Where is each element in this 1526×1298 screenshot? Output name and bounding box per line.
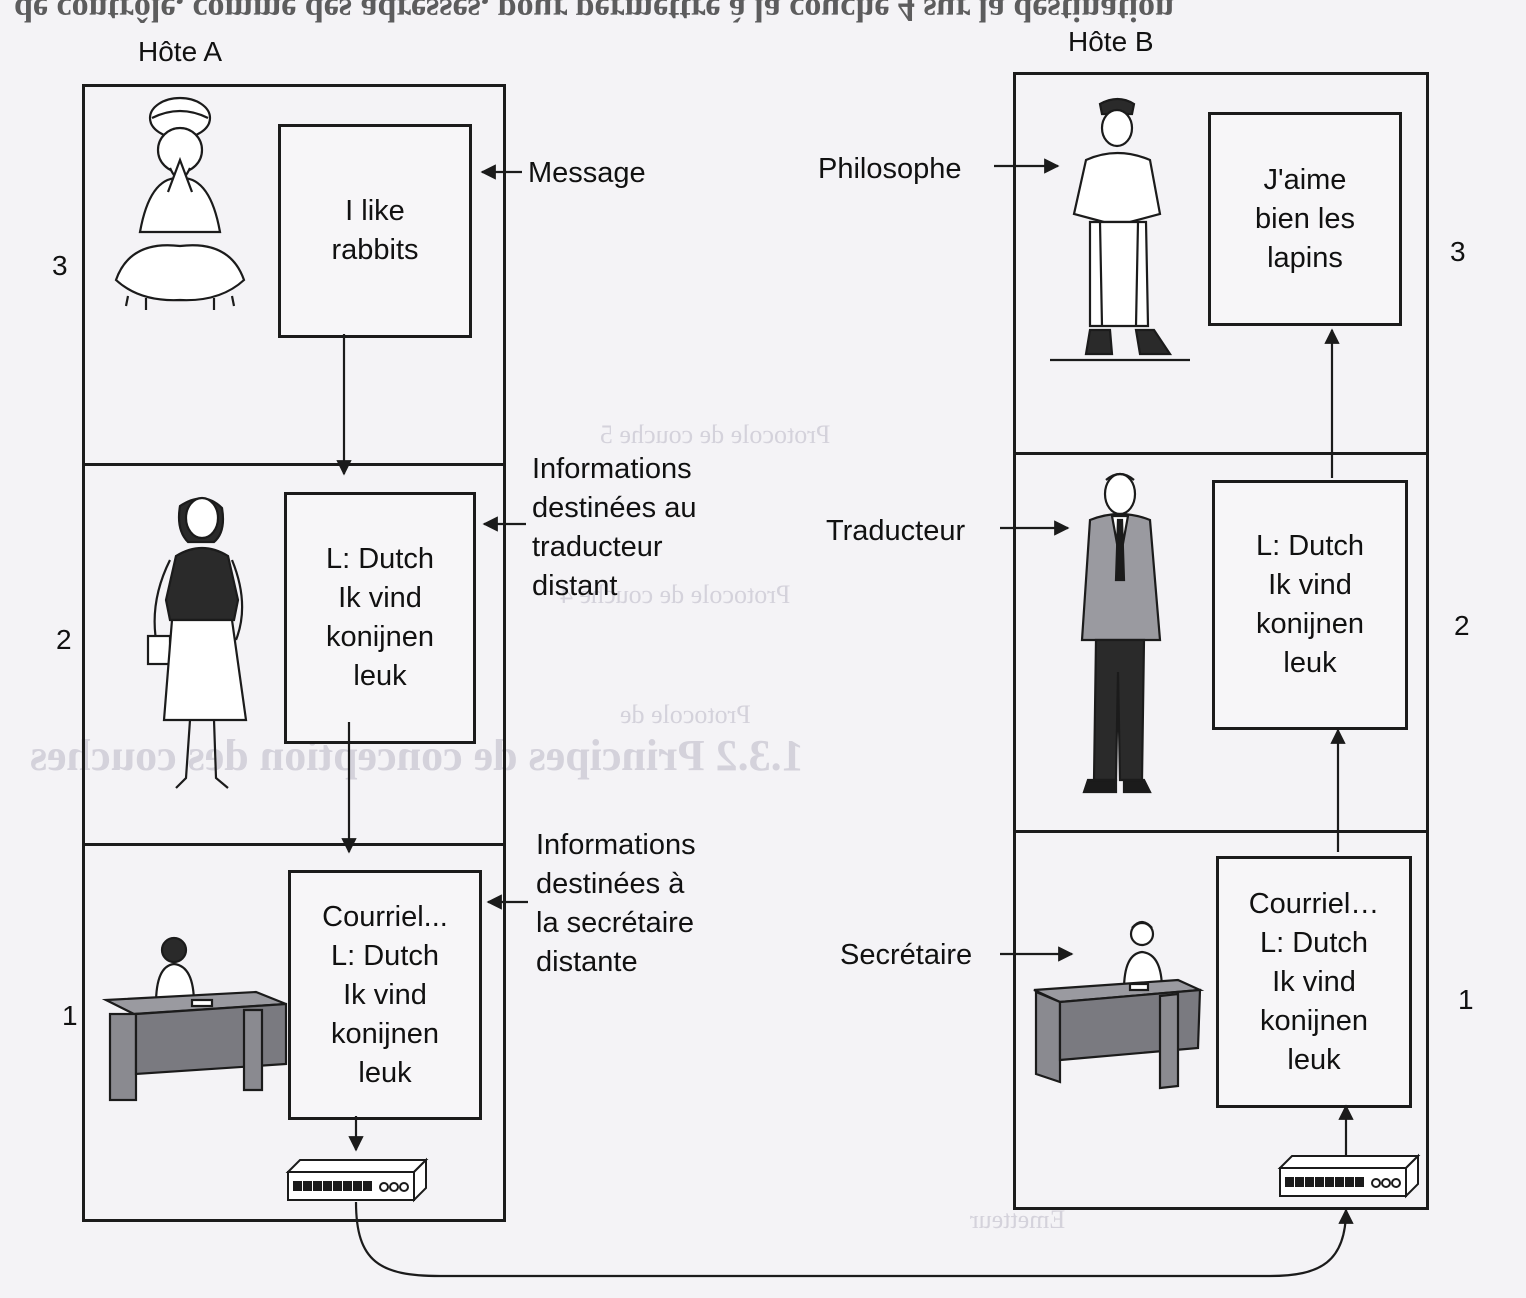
message-line: Ik vind bbox=[343, 978, 427, 1011]
info-traducteur-label: Informations destinées au traducteur dis… bbox=[532, 450, 696, 606]
host-a-layer1-message-box: Courriel... L: Dutch Ik vind konijnen le… bbox=[288, 870, 482, 1120]
message-line: Courriel… bbox=[1248, 887, 1380, 920]
message-line: lapins bbox=[1267, 241, 1343, 274]
host-a-layer-3-label: 3 bbox=[52, 250, 68, 281]
message-line: konijnen bbox=[325, 621, 435, 653]
host-a-layer-2-label: 2 bbox=[56, 624, 72, 655]
message-line: Courriel... bbox=[322, 900, 448, 933]
secretaire-label: Secrétaire bbox=[840, 939, 973, 971]
message-line: leuk bbox=[358, 1056, 412, 1089]
message-line: L: Dutch bbox=[1256, 530, 1364, 562]
label-line: Informations bbox=[532, 453, 692, 485]
message-line: L: Dutch bbox=[1260, 926, 1368, 959]
message-line: leuk bbox=[1287, 1043, 1341, 1076]
message-line: bien les bbox=[1255, 202, 1355, 235]
label-line: distante bbox=[536, 946, 638, 978]
label-line: destinées au bbox=[532, 492, 697, 524]
traducteur-label: Traducteur bbox=[826, 515, 966, 547]
host-b-frame bbox=[1013, 72, 1429, 1210]
host-b-layer-2-label: 2 bbox=[1454, 610, 1470, 641]
network-device-a-icon bbox=[285, 1157, 429, 1203]
label-line: Informations bbox=[536, 829, 696, 861]
host-a-title: Hôte A bbox=[138, 36, 223, 67]
host-b-layer-divider-2-1 bbox=[1013, 830, 1429, 833]
network-cable bbox=[354, 1201, 1354, 1278]
host-a-layer3-message-box: I like rabbits bbox=[278, 124, 472, 338]
message-line: L: Dutch bbox=[331, 939, 439, 972]
host-b-layer-3-label: 3 bbox=[1450, 236, 1466, 267]
message-line: I like bbox=[345, 195, 405, 227]
standing-philosopher-icon bbox=[1050, 97, 1190, 362]
message-line: konijnen bbox=[1255, 608, 1365, 640]
host-a-layer-divider-2-1 bbox=[82, 843, 506, 846]
network-device-b-icon bbox=[1277, 1153, 1421, 1199]
philosophe-label: Philosophe bbox=[818, 153, 962, 185]
label-line: la secrétaire bbox=[536, 907, 694, 939]
host-b-layer3-message-box: J'aime bien les lapins bbox=[1208, 112, 1402, 326]
host-a-layer-divider-3-2 bbox=[82, 463, 506, 466]
translator-woman-icon bbox=[146, 496, 248, 789]
info-secretaire-label: Informations destinées à la secrétaire d… bbox=[536, 826, 696, 982]
host-b-layer-1-label: 1 bbox=[1458, 984, 1474, 1015]
message-line: Ik vind bbox=[338, 582, 422, 614]
host-b-layer1-message-box: Courriel… L: Dutch Ik vind konijnen leuk bbox=[1216, 856, 1412, 1108]
message-line: Ik vind bbox=[1268, 569, 1352, 601]
host-a-layer2-message-box: L: Dutch Ik vind konijnen leuk bbox=[284, 492, 476, 744]
message-line: rabbits bbox=[331, 234, 419, 266]
meditating-philosopher-icon bbox=[114, 96, 246, 310]
secretary-at-desk-icon bbox=[101, 936, 288, 1102]
message-line: L: Dutch bbox=[326, 543, 434, 575]
label-line: destinées à bbox=[536, 868, 685, 900]
secretary-at-desk-b-icon bbox=[1033, 920, 1205, 1090]
message-line: leuk bbox=[353, 660, 407, 692]
message-line: Ik vind bbox=[1272, 965, 1356, 998]
message-line: konijnen bbox=[1259, 1004, 1369, 1037]
label-line: traducteur bbox=[532, 531, 663, 563]
message-label: Message bbox=[528, 157, 646, 189]
message-line: J'aime bbox=[1263, 163, 1347, 196]
host-a-layer-1-label: 1 bbox=[62, 1000, 78, 1031]
host-b-layer2-message-box: L: Dutch Ik vind konijnen leuk bbox=[1212, 480, 1408, 730]
standing-translator-man-icon bbox=[1080, 472, 1162, 794]
host-b-layer-divider-3-2 bbox=[1013, 452, 1429, 455]
message-line: leuk bbox=[1283, 647, 1337, 679]
message-line: konijnen bbox=[330, 1017, 440, 1050]
label-line: distant bbox=[532, 570, 618, 602]
host-a-frame bbox=[82, 84, 506, 1222]
host-b-title: Hôte B bbox=[1068, 26, 1154, 57]
